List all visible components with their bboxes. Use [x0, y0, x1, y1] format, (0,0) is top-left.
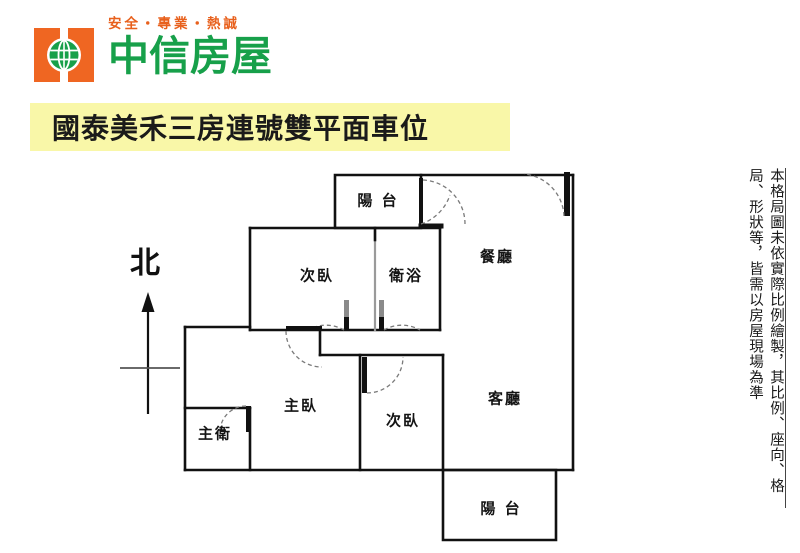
walls-group	[183, 173, 575, 542]
brand-header: 安全・專業・熱誠 中信房屋	[30, 12, 330, 94]
brand-name: 中信房屋	[108, 31, 272, 80]
disclaimer-divider	[785, 168, 786, 508]
brand-tagline: 安全・專業・熱誠	[108, 16, 240, 32]
door-bathroom	[379, 300, 421, 331]
door-bedroom2-top	[307, 300, 349, 331]
compass-north-label: 北	[130, 246, 160, 281]
compass: 北	[118, 238, 198, 418]
door-main-entrance	[523, 172, 570, 217]
door-master-bath	[219, 405, 251, 433]
listing-title: 國泰美禾三房連號雙平面車位	[52, 112, 430, 145]
door-bedroom2-bottom	[362, 356, 404, 394]
listing-title-banner: 國泰美禾三房連號雙平面車位	[30, 103, 510, 151]
company-logo	[34, 28, 94, 82]
room-label-dining: 餐廳	[480, 248, 514, 266]
room-label-bedroom2-top: 次臥	[300, 267, 334, 285]
wall-balcony-bottom	[441, 468, 558, 542]
room-label-balcony-top: 陽 台	[357, 192, 398, 210]
room-label-bathroom: 衛浴	[388, 267, 423, 285]
room-labels-group: 陽 台 次臥 衛浴 餐廳 客廳 主臥 主衛 次臥 陽 台	[198, 192, 522, 518]
north-arrow-icon	[120, 292, 180, 414]
brand-text: 安全・專業・熱誠 中信房屋	[108, 16, 338, 80]
room-label-master-bedroom: 主臥	[284, 397, 318, 415]
disclaimer-text: 本格局圖未依實際比例繪製，其比例、座向、格局、形狀等，皆需以房屋現場為準	[746, 168, 784, 494]
door-master-bedroom	[285, 326, 323, 368]
room-label-living: 客廳	[487, 390, 522, 408]
door-balcony-top	[419, 178, 466, 225]
room-label-master-bath: 主衛	[198, 425, 232, 443]
room-label-bedroom2-bottom: 次臥	[386, 412, 420, 430]
room-label-balcony-bottom: 陽 台	[480, 500, 521, 518]
doors-group	[219, 172, 570, 433]
disclaimer-block: 本格局圖未依實際比例繪製，其比例、座向、格局、形狀等，皆需以房屋現場為準	[702, 168, 786, 508]
